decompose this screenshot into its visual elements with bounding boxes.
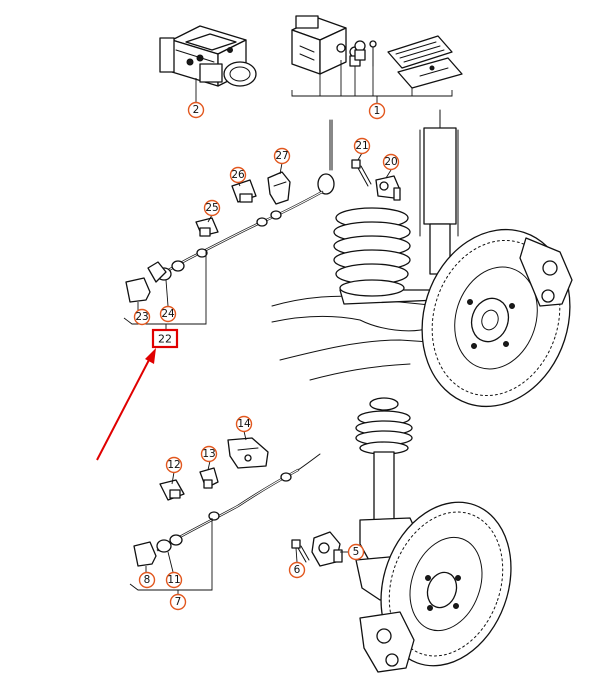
rear-coil-spring	[333, 207, 411, 297]
svg-text:20: 20	[384, 156, 397, 168]
front-cable-bracket	[227, 437, 269, 469]
callout-7: 7	[169, 593, 187, 611]
svg-text:7: 7	[175, 596, 182, 608]
svg-text:12: 12	[167, 459, 180, 471]
callout-8: 8	[138, 571, 156, 589]
callout-1: 1	[368, 102, 386, 120]
rear-cable-clip	[195, 217, 219, 237]
svg-text:6: 6	[294, 564, 301, 576]
abs-hydraulic-unit	[159, 25, 257, 87]
rear-speed-sensor	[375, 175, 401, 201]
callout-24: 24	[159, 305, 177, 323]
callout-13: 13	[200, 445, 218, 463]
svg-text:5: 5	[353, 546, 360, 558]
callout-11: 11	[165, 571, 183, 589]
callout-20: 20	[382, 153, 400, 171]
callout-21: 21	[353, 137, 371, 155]
front-cable-clip	[159, 479, 185, 501]
svg-text:24: 24	[161, 308, 175, 320]
svg-text:27: 27	[275, 150, 288, 162]
callout-26: 26	[229, 166, 247, 184]
svg-text:2: 2	[193, 104, 200, 116]
rear-cable-bracket	[267, 171, 291, 205]
highlight-callout-22[interactable]: 22	[151, 328, 179, 349]
callout-2: 2	[187, 101, 205, 119]
callout-14: 14	[235, 415, 253, 433]
callout-12: 12	[165, 456, 183, 474]
svg-text:22: 22	[158, 333, 172, 346]
svg-text:26: 26	[231, 169, 245, 181]
rear-wheel-speed-cable	[125, 119, 335, 303]
rear-sensor-bolt	[351, 159, 372, 187]
svg-text:23: 23	[135, 311, 148, 323]
svg-text:13: 13	[202, 448, 215, 460]
front-wheel-speed-cable	[133, 453, 321, 567]
highlight-arrow	[96, 348, 156, 461]
front-cable-holder	[199, 467, 219, 489]
front-speed-sensor	[311, 531, 343, 567]
svg-text:8: 8	[144, 574, 151, 586]
svg-text:14: 14	[237, 418, 251, 430]
callout-6: 6	[288, 561, 306, 579]
callout-25: 25	[203, 199, 221, 217]
control-unit-kit	[291, 15, 463, 89]
svg-text:25: 25	[205, 202, 218, 214]
svg-text:11: 11	[167, 574, 180, 586]
front-brake-disc	[359, 501, 512, 673]
svg-text:21: 21	[355, 140, 368, 152]
rear-cable-holder	[231, 179, 257, 203]
svg-text:1: 1	[374, 105, 381, 117]
callout-23: 23	[133, 308, 151, 326]
callout-5: 5	[347, 543, 365, 561]
rear-brake-disc	[421, 228, 573, 408]
front-sensor-bolt	[291, 539, 310, 563]
callout-27: 27	[273, 147, 291, 165]
